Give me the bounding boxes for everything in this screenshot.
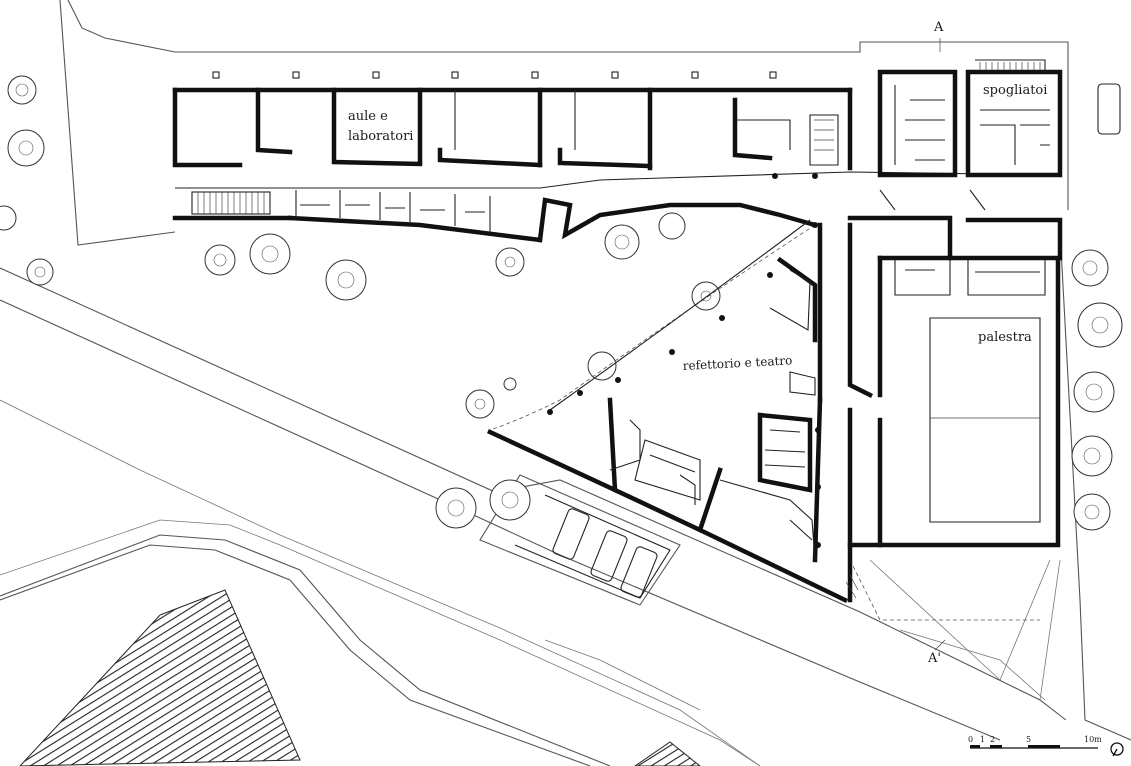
tree	[1071, 435, 1113, 477]
neighbouring-building	[19, 589, 701, 766]
window-marks	[212, 71, 777, 79]
tree	[489, 479, 531, 521]
tree	[325, 259, 367, 301]
tree	[691, 281, 721, 311]
tree	[249, 233, 291, 275]
section-marks: A A'	[927, 20, 946, 666]
scale-tick-0: 0	[968, 735, 973, 744]
label-classrooms: aule e	[348, 109, 388, 124]
tree	[1071, 249, 1109, 287]
columns	[547, 173, 821, 548]
tree	[435, 487, 477, 529]
tree	[0, 205, 17, 231]
tree	[204, 244, 236, 276]
tree	[1073, 371, 1115, 413]
tree	[1073, 493, 1111, 531]
scale-tick-10: 10m	[1084, 735, 1102, 744]
gym	[877, 255, 1061, 548]
classroom-wing	[172, 71, 1061, 243]
section-mark-bottom: A'	[927, 651, 941, 666]
tree	[658, 212, 686, 240]
scale-tick-2: 2	[990, 735, 995, 744]
label-refectory: refettorio e teatro	[682, 353, 792, 373]
tree	[604, 224, 640, 260]
scale-tick-5: 5	[1026, 735, 1031, 744]
tree	[7, 129, 45, 167]
tree	[503, 377, 517, 391]
trees	[0, 75, 1123, 531]
section-mark-top: A	[933, 20, 944, 35]
scale-bar: 0 1 2 5 10m	[968, 735, 1102, 749]
north-arrow-icon	[1110, 742, 1124, 757]
label-classrooms-line2: laboratori	[348, 129, 413, 144]
label-changing-rooms: spogliatoi	[983, 83, 1047, 98]
tree	[587, 351, 617, 381]
refectory-wing	[487, 173, 883, 604]
tree	[495, 247, 525, 277]
tree	[7, 75, 37, 105]
scale-tick-1: 1	[980, 735, 985, 744]
room-labels: aule e laboratori spogliatoi refettorio …	[348, 83, 1047, 373]
tree	[1077, 302, 1123, 348]
label-gym: palestra	[978, 330, 1032, 345]
tree	[26, 258, 54, 286]
changing-rooms-block	[847, 59, 1063, 261]
parked-car	[552, 83, 1121, 598]
tree	[465, 389, 495, 419]
